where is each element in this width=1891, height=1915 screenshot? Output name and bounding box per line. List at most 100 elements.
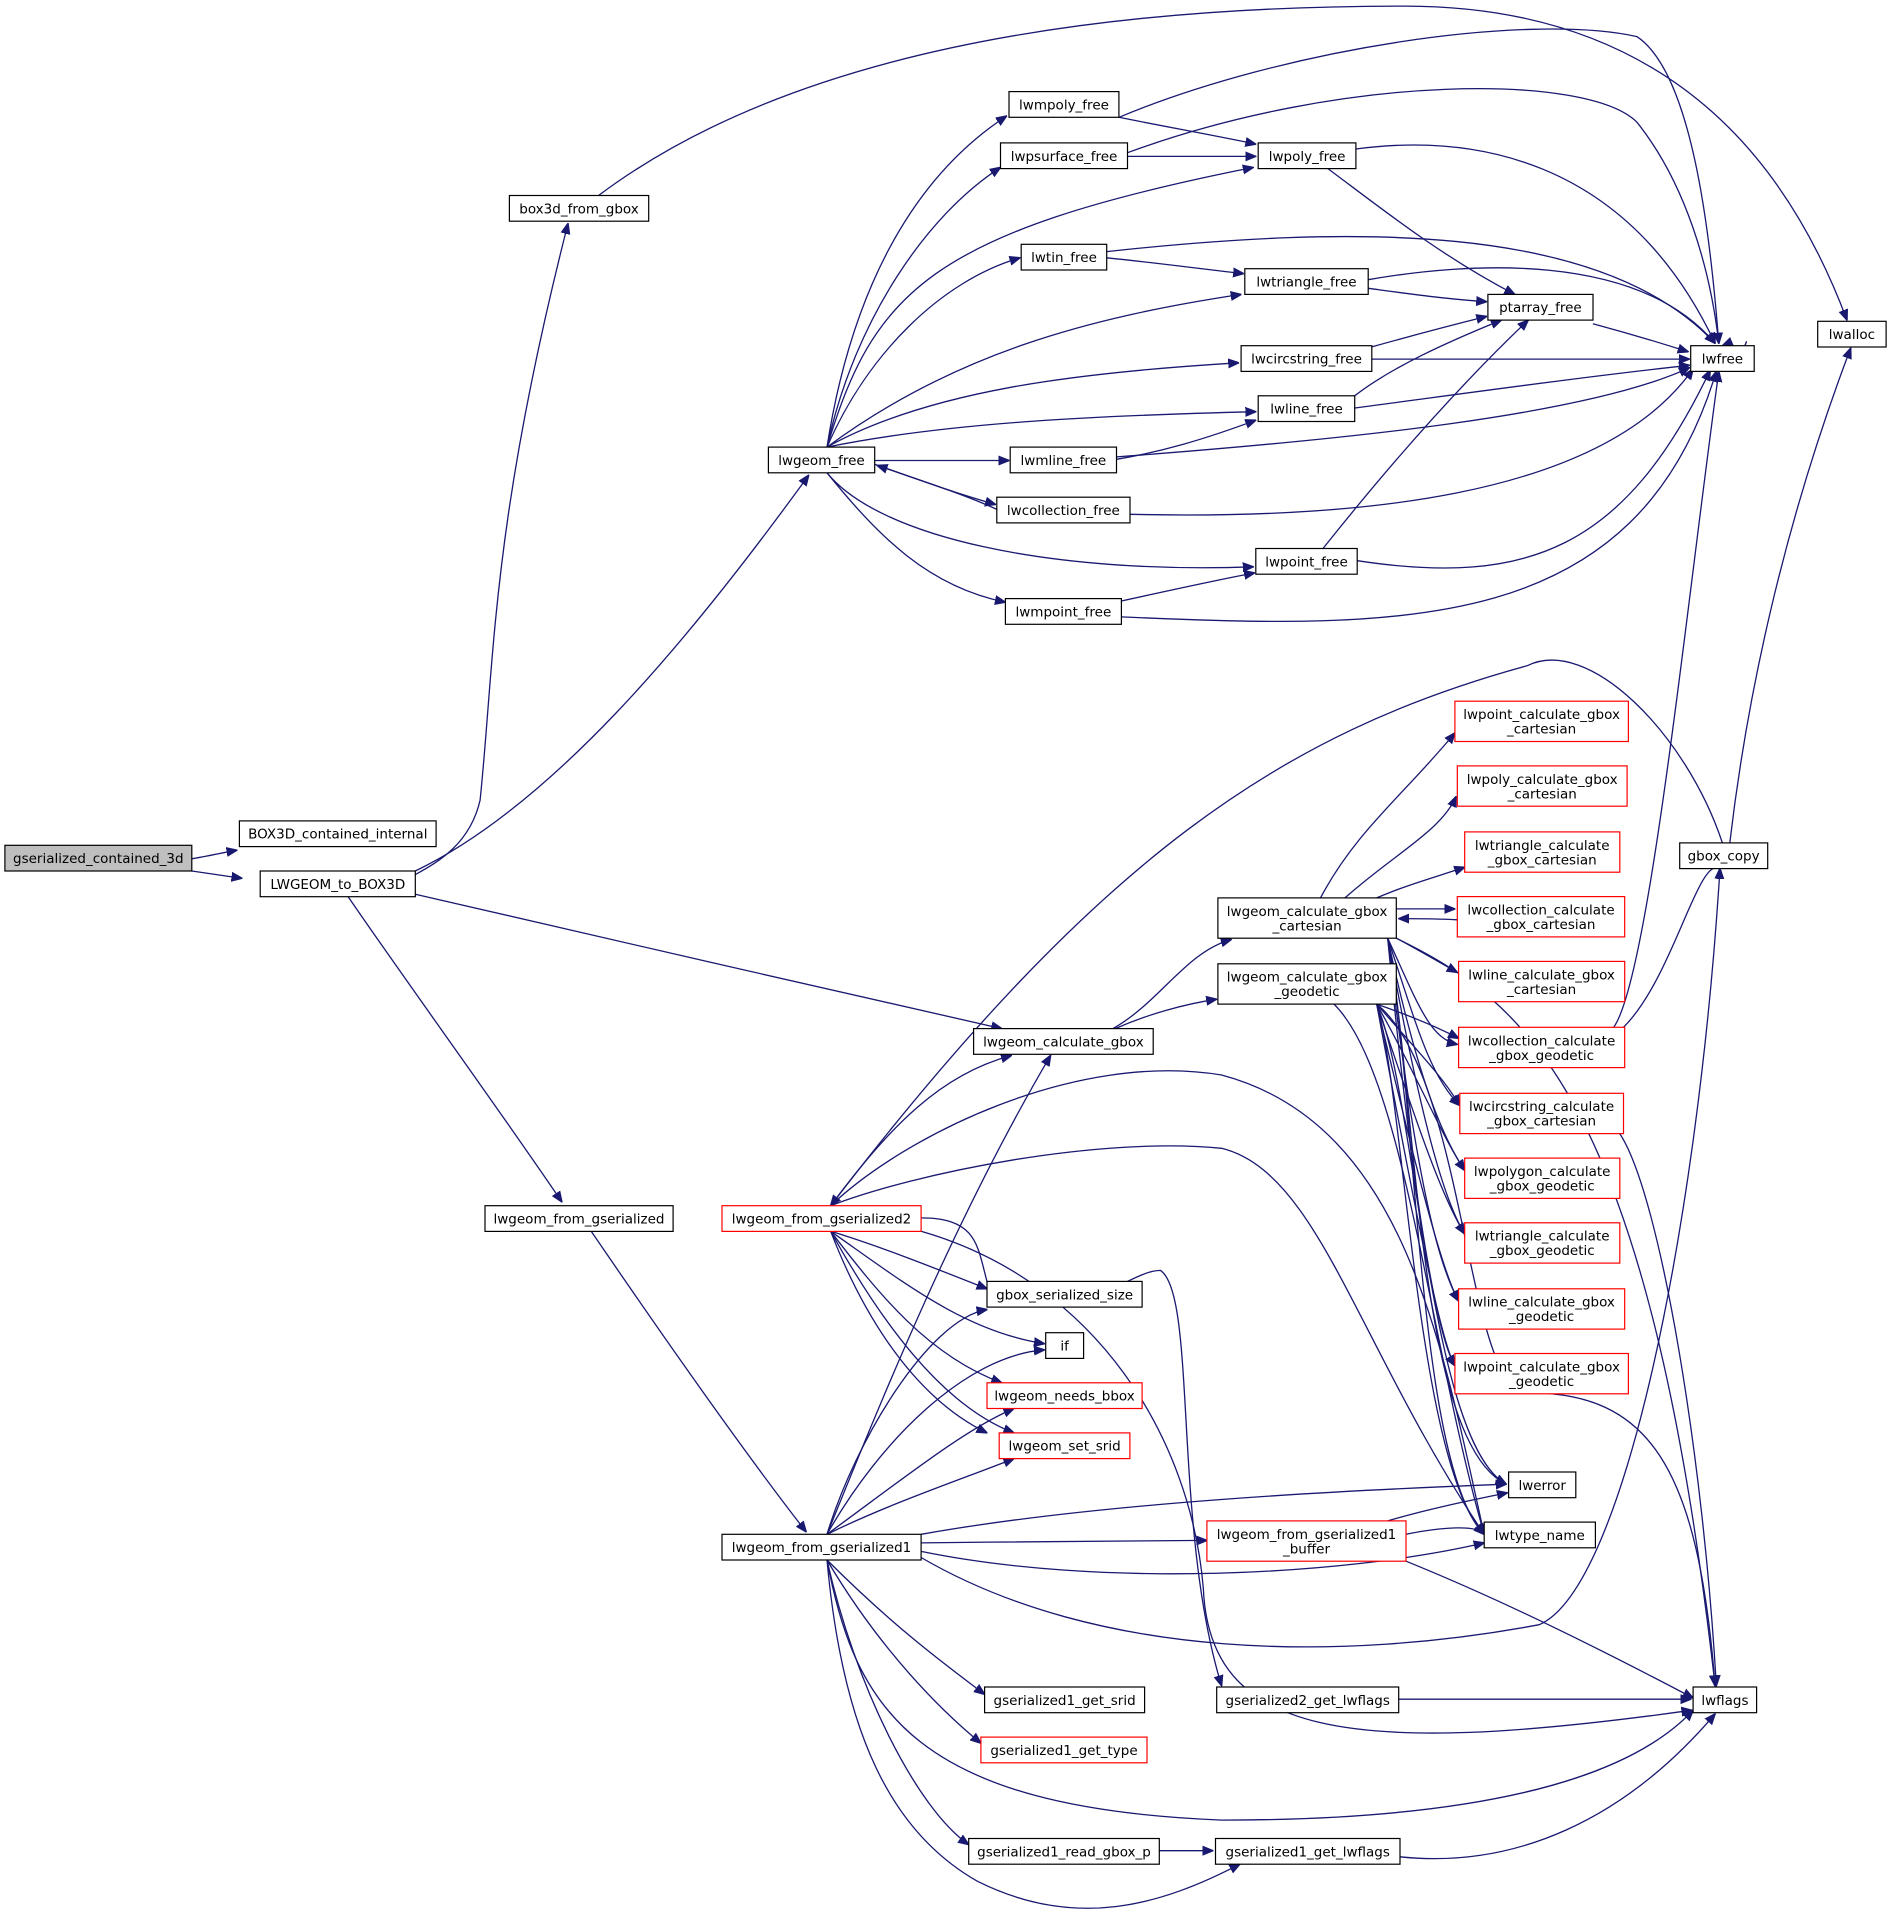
node-lwgeom-free[interactable]: lwgeom_free [767,446,876,474]
node-lwmline-free[interactable]: lwmline_free [1009,446,1118,474]
node-label: LWGEOM_to_BOX3D [270,877,405,893]
node-lwline-calc-cart[interactable]: lwline_calculate_gbox_cartesian [1457,960,1626,1003]
node-label: gserialized1_get_lwflags [1226,1844,1390,1860]
node-lwtype-name[interactable]: lwtype_name [1483,1521,1596,1549]
node-box [1240,345,1373,373]
node-box [721,1205,922,1232]
node-lwcollection-calc-cart[interactable]: lwcollection_calculate_gbox_cartesian [1456,895,1626,938]
node-lwgeom-needs-bbox[interactable]: lwgeom_needs_bbox [986,1382,1143,1410]
node-lwgeom-from-gserialized1-buffer[interactable]: lwgeom_from_gserialized1_buffer [1206,1520,1407,1562]
node-label: lwline_calculate_gbox [1468,1295,1615,1311]
call-edge [1371,316,1487,348]
node-label: lwflags [1701,1693,1748,1709]
node-lwfree[interactable]: lwfree [1690,345,1755,373]
node-lwgeom-from-gserialized1[interactable]: lwgeom_from_gserialized1 [721,1533,922,1561]
node-box [1487,293,1594,321]
call-edge [1354,320,1502,397]
node-box [259,870,416,898]
node-lwtriangle-free[interactable]: lwtriangle_free [1244,268,1369,296]
node-gbox-serialized-size[interactable]: gbox_serialized_size [986,1280,1143,1308]
call-edge [1387,937,1458,1044]
node-label: _cartesian [1506,722,1576,738]
node-if-node[interactable]: if [1045,1332,1085,1359]
call-edge [347,896,562,1202]
node-lwgeom-set-srid[interactable]: lwgeom_set_srid [998,1432,1131,1460]
node-lwmpoint-free[interactable]: lwmpoint_free [1004,597,1123,625]
node-label: lwtriangle_free [1256,275,1356,291]
node-label: _gbox_cartesian [1486,1114,1596,1130]
node-lwgeom-calc-gbox-geod[interactable]: lwgeom_calculate_gbox_geodetic [1217,963,1397,1005]
node-label: lwline_free [1270,402,1343,418]
node-label: lwtin_free [1031,250,1097,266]
call-edge [1387,937,1460,1105]
node-lwtin-free[interactable]: lwtin_free [1020,243,1108,271]
call-edge [1118,116,1256,144]
node-lwgeom-to-box3d[interactable]: LWGEOM_to_BOX3D [259,870,416,898]
node-lwline-free[interactable]: lwline_free [1257,395,1356,423]
node-gserialized1-get-lwflags[interactable]: gserialized1_get_lwflags [1214,1837,1401,1865]
call-edge [414,224,568,876]
node-lwpoint-calc-cart[interactable]: lwpoint_calculate_gbox_cartesian [1454,700,1630,743]
node-ptarray-free[interactable]: ptarray_free [1487,293,1594,321]
node-label: BOX3D_contained_internal [248,827,427,843]
node-label: lwgeom_needs_bbox [994,1389,1134,1405]
node-label: lwmpoly_free [1019,97,1109,113]
node-lwerror[interactable]: lwerror [1507,1471,1577,1499]
call-edge [921,1540,1207,1543]
node-lwcircstring-free[interactable]: lwcircstring_free [1240,345,1373,373]
node-box [983,1686,1146,1714]
node-lwcircstring-calc-cart[interactable]: lwcircstring_calculate_gbox_cartesian [1459,1092,1625,1135]
node-lwline-calc-geod[interactable]: lwline_calculate_gbox_geodetic [1457,1288,1626,1330]
node-box [1244,268,1369,296]
node-box [1692,1686,1758,1714]
node-label: _gbox_cartesian [1487,852,1597,868]
call-edge [877,465,998,510]
node-box3d-from-gbox[interactable]: box3d_from_gbox [508,194,650,222]
call-edge [1399,919,1458,920]
node-gserialized1-get-srid[interactable]: gserialized1_get_srid [983,1686,1146,1714]
call-edge [826,1559,1240,1909]
node-lwmpoly-free[interactable]: lwmpoly_free [1008,90,1120,118]
node-gserialized1-get-type[interactable]: gserialized1_get_type [980,1736,1148,1764]
node-box3d-contained[interactable]: BOX3D_contained_internal [238,820,437,848]
node-lwcollection-free[interactable]: lwcollection_free [996,496,1131,524]
node-lwcollection-calc-geod[interactable]: lwcollection_calculate_gbox_geodetic [1457,1026,1626,1069]
node-lwpoly-free[interactable]: lwpoly_free [1257,142,1357,170]
node-lwpsurface-free[interactable]: lwpsurface_free [999,142,1129,170]
node-lwgeom-from-gserialized2[interactable]: lwgeom_from_gserialized2 [721,1205,922,1232]
node-label: _gbox_geodetic [1489,1243,1595,1259]
call-edge [1592,323,1688,352]
node-lwgeom-from-gserialized[interactable]: lwgeom_from_gserialized [484,1205,674,1232]
node-label: lwcircstring_free [1251,352,1362,368]
node-lwpoint-calc-geod[interactable]: lwpoint_calculate_gbox_geodetic [1454,1352,1630,1395]
node-lwflags[interactable]: lwflags [1692,1686,1758,1714]
node-label: lwgeom_set_srid [1009,1439,1121,1455]
node-box [1457,960,1626,1003]
node-root[interactable]: gserialized_contained_3d [4,844,193,872]
call-edge [830,1055,1012,1207]
node-box [986,1280,1143,1308]
node-label: lwpoly_calculate_gbox [1467,772,1618,788]
node-lwtriangle-calc-geod[interactable]: lwtriangle_calculate_gbox_geodetic [1464,1222,1621,1264]
node-label: _gbox_cartesian [1486,917,1596,933]
nodes: gserialized_contained_3d BOX3D_contained_… [4,90,1887,1865]
node-lwpolygon-calc-geod[interactable]: lwpolygon_calculate_gbox_geodetic [1464,1157,1621,1199]
node-gserialized2-get-lwflags[interactable]: gserialized2_get_lwflags [1216,1686,1400,1714]
node-gserialized1-read-gbox-p[interactable]: gserialized1_read_gbox_p [968,1837,1160,1865]
node-lwgeom-calculate-gbox[interactable]: lwgeom_calculate_gbox [972,1027,1154,1055]
node-box [484,1205,674,1232]
call-edge [1623,867,1721,1028]
node-lwgeom-calc-gbox-cart[interactable]: lwgeom_calculate_gbox_cartesian [1217,897,1397,939]
node-box [767,446,876,474]
edges [191,5,1851,1909]
node-lwtriangle-calc-cart[interactable]: lwtriangle_calculate_gbox_cartesian [1464,831,1621,873]
node-box [1483,1521,1596,1549]
node-box [508,194,650,222]
node-label: gserialized_contained_3d [13,851,184,867]
node-label: lwpoint_calculate_gbox [1463,707,1620,723]
node-gbox-copy[interactable]: gbox_copy [1679,842,1769,870]
node-lwpoint-free[interactable]: lwpoint_free [1255,547,1358,575]
node-lwalloc[interactable]: lwalloc [1817,320,1887,348]
call-edge [921,1217,1222,1686]
node-lwpoly-calc-cart[interactable]: lwpoly_calculate_gbox_cartesian [1456,765,1628,807]
